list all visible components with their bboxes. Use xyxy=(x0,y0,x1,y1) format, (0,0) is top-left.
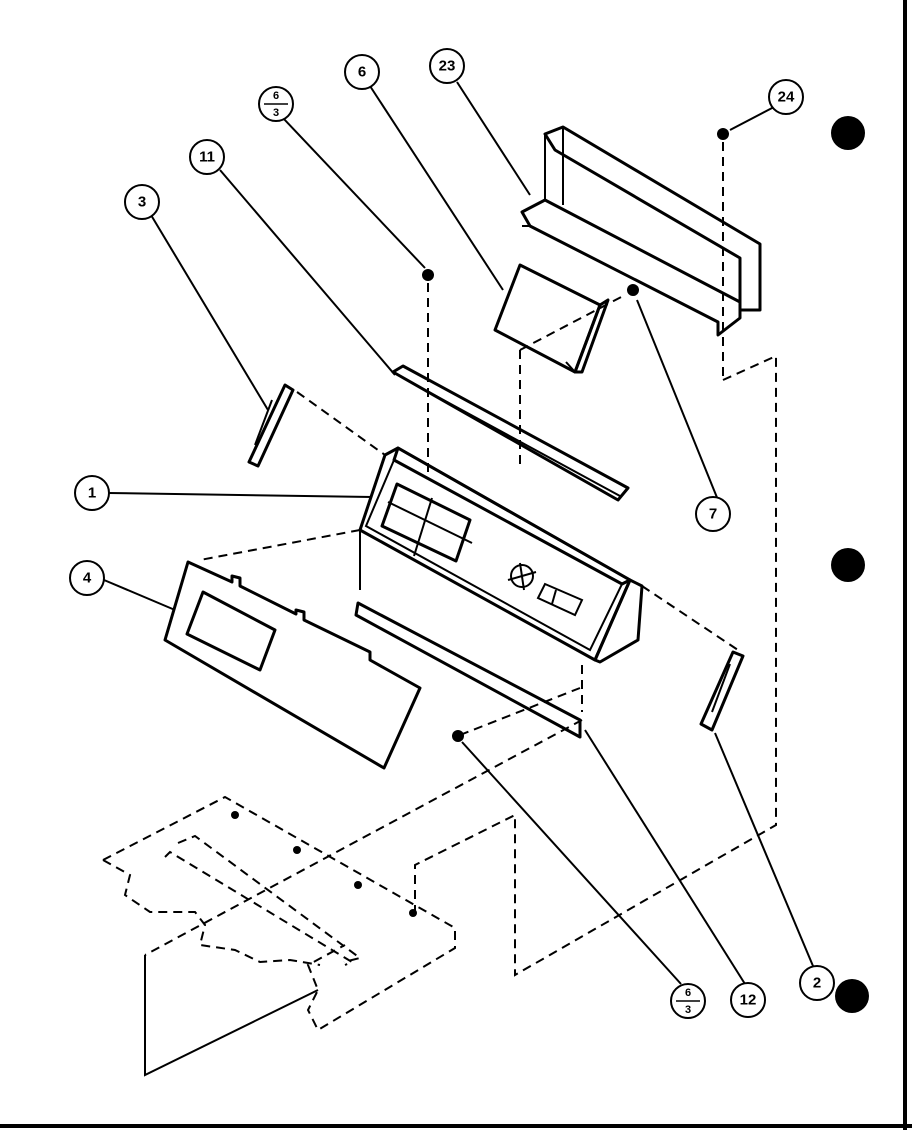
dash-panel-to-4 xyxy=(199,529,361,561)
part-3-left-end-cap xyxy=(247,383,295,468)
svg-text:11: 11 xyxy=(199,149,215,166)
assembly-line-right xyxy=(414,354,777,977)
svg-text:12: 12 xyxy=(740,992,757,1009)
svg-text:7: 7 xyxy=(709,506,717,523)
callout-6: 6 xyxy=(344,54,380,90)
dash-panel-to-2 xyxy=(641,585,739,651)
callout-12: 12 xyxy=(730,982,766,1018)
leader-lines xyxy=(103,81,814,985)
part-4-back-cover xyxy=(163,560,422,770)
part-6-3-screw-top xyxy=(422,269,434,475)
svg-text:3: 3 xyxy=(138,194,146,211)
dash-screw-6-3-bottom xyxy=(459,687,581,736)
callout-11: 11 xyxy=(189,139,225,175)
svg-text:2: 2 xyxy=(813,975,821,992)
callout-4: 4 xyxy=(69,560,105,596)
callout-24: 24 xyxy=(768,79,804,115)
assembly-line-bottom-left xyxy=(144,719,583,956)
callout-6-3-top: 6 3 xyxy=(258,86,294,122)
svg-text:1: 1 xyxy=(88,485,96,502)
callout-7: 7 xyxy=(695,496,731,532)
callout-2: 2 xyxy=(799,965,835,1001)
callout-6-3-bottom: 6 3 xyxy=(670,983,706,1019)
svg-text:6: 6 xyxy=(685,987,691,999)
callout-1: 1 xyxy=(74,475,110,511)
part-7-screw xyxy=(627,284,639,296)
callout-23: 23 xyxy=(429,48,465,84)
dash-3-to-panel xyxy=(296,391,386,456)
part-2-right-end-cap xyxy=(699,650,745,732)
svg-text:3: 3 xyxy=(273,107,279,119)
svg-text:6: 6 xyxy=(273,90,279,102)
part-12-lower-strip xyxy=(354,601,582,739)
dash-6-to-7 xyxy=(519,294,626,351)
part-24-screw xyxy=(717,128,729,380)
svg-text:24: 24 xyxy=(778,89,795,106)
svg-text:3: 3 xyxy=(685,1004,691,1016)
part-11-strip xyxy=(391,364,630,502)
part-23-top-bracket xyxy=(520,125,762,337)
svg-text:4: 4 xyxy=(83,570,92,587)
binder-hole-top xyxy=(831,116,865,150)
part-1-control-panel xyxy=(358,446,644,664)
part-6-bracket xyxy=(493,263,610,374)
binder-hole-bottom xyxy=(835,979,869,1013)
svg-text:23: 23 xyxy=(439,58,456,75)
base-cabinet-outline xyxy=(102,795,456,1077)
callout-3: 3 xyxy=(124,184,160,220)
svg-text:6: 6 xyxy=(358,64,366,81)
part-6-3-screw-bottom xyxy=(452,730,464,742)
binder-hole-middle xyxy=(831,548,865,582)
